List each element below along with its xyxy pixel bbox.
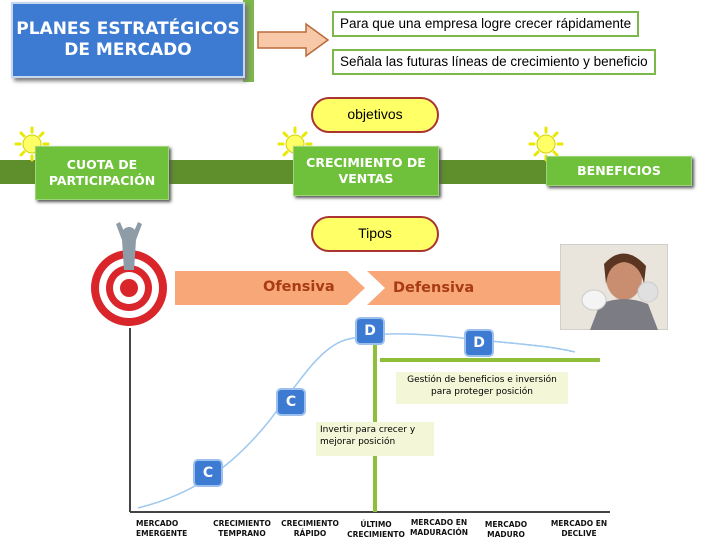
decorative-stripe: [243, 0, 254, 82]
badge-c-rapid: C: [276, 388, 306, 416]
note-future-lines: Señala las futuras líneas de crecimiento…: [332, 49, 656, 75]
stage-label: CRECIMIENTO RÁPIDO: [281, 519, 339, 538]
objetivos-pill: objetivos: [311, 97, 439, 133]
callout-profit: Gestión de beneficios e inversión para p…: [396, 372, 568, 404]
callout-invest: Invertir para crecer y mejorar posición: [316, 422, 434, 456]
stage-label: ÚLTIMO CRECIMIENTO: [347, 520, 405, 539]
stage-label: MERCADO EN DECLIVE: [550, 519, 608, 538]
stage-label: MERCADO EN MADURACIÓN: [409, 518, 469, 537]
badge-d-late: D: [355, 317, 385, 345]
objective-market-share: CUOTA DE PARTICIPACIÓN: [35, 146, 169, 200]
objective-profits: BENEFICIOS: [546, 156, 692, 186]
stage-label: MERCADO MADURO: [484, 520, 528, 539]
defensive-label: Defensiva: [393, 280, 475, 296]
badge-d-maturing: D: [464, 329, 494, 357]
target-icon: [91, 222, 167, 326]
arrow-divider: [347, 271, 385, 305]
badge-c-early: C: [193, 459, 223, 487]
sun-icon: [528, 126, 564, 162]
tipos-pill: Tipos: [311, 216, 439, 252]
note-grow-fast: Para que una empresa logre crecer rápida…: [332, 11, 640, 37]
stage-label: MERCADO EMERGENTE: [136, 519, 188, 538]
objective-sales-growth: CRECIMIENTO DE VENTAS: [293, 146, 439, 196]
arrow-icon: [257, 22, 330, 58]
lifecycle-graph: [129, 328, 610, 513]
page-title: PLANES ESTRATÉGICOS DE MERCADO: [11, 2, 245, 78]
offensive-label: Ofensiva: [263, 279, 335, 295]
boxer-photo: [560, 244, 668, 330]
stage-label: CRECIMIENTO TEMPRANO: [213, 519, 271, 538]
